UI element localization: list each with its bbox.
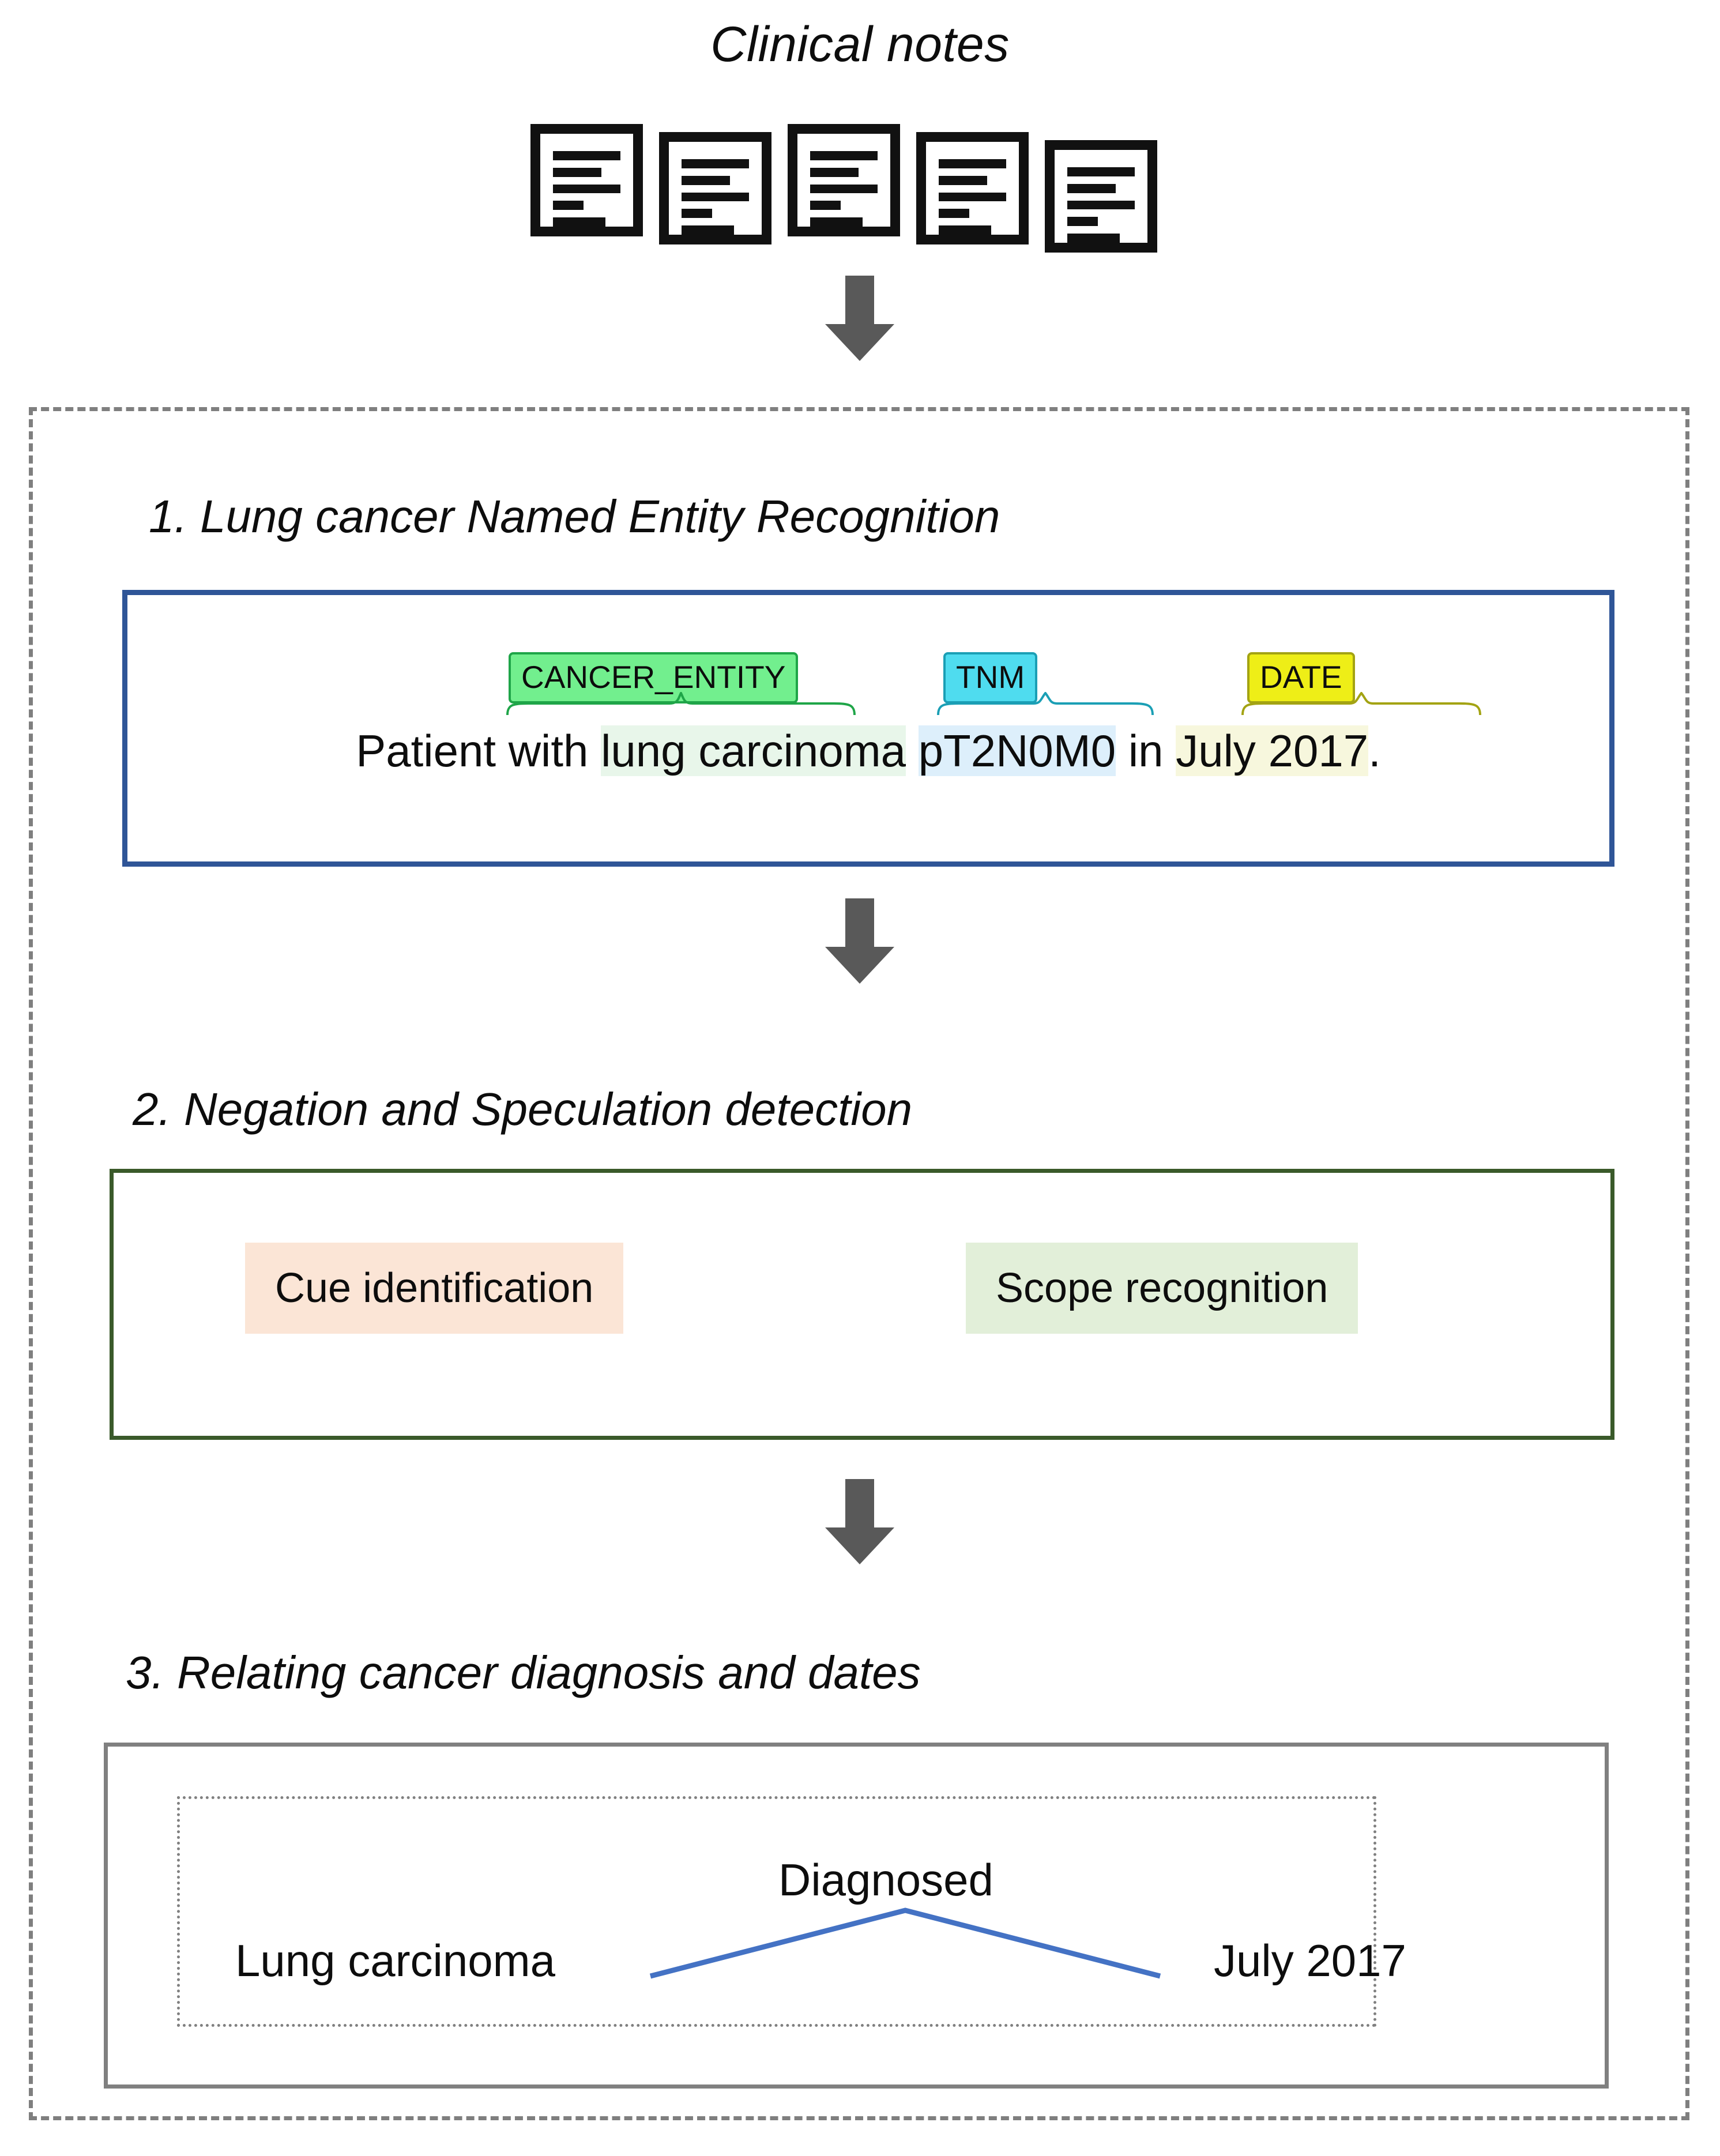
arrow-shaft xyxy=(845,276,874,326)
document-line xyxy=(939,209,969,219)
down-arrow-icon xyxy=(819,898,900,984)
document-line xyxy=(553,184,620,194)
document-line xyxy=(939,159,1006,168)
relation-inner-dotted-box xyxy=(177,1796,1376,2027)
document-line xyxy=(553,217,606,227)
sentence-suffix: . xyxy=(1368,725,1381,776)
page-title: Clinical notes xyxy=(710,17,1010,72)
step-1-heading: 1. Lung cancer Named Entity Recognition xyxy=(149,491,1000,542)
document-line xyxy=(1067,217,1098,227)
document-line xyxy=(682,159,749,168)
document-line xyxy=(1067,200,1135,210)
ner-box: CANCER_ENTITY TNM DATE Patient with lung… xyxy=(122,590,1614,867)
arrow-shaft xyxy=(845,898,874,949)
annotated-sentence: Patient with lung carcinoma pT2N0M0 in J… xyxy=(127,725,1609,777)
brace-tnm-icon xyxy=(936,692,1155,716)
arrow-head xyxy=(825,1527,894,1564)
relation-predicate-label: Diagnosed xyxy=(778,1854,993,1905)
document-icon xyxy=(1045,140,1157,253)
brace-date-icon xyxy=(1240,692,1482,716)
document-line xyxy=(682,175,731,185)
document-line xyxy=(810,184,878,194)
entity-tag-date[interactable]: DATE xyxy=(1247,652,1355,703)
document-line xyxy=(810,201,841,210)
sentence-middle: in xyxy=(1116,725,1176,776)
brace-cancer-entity-icon xyxy=(505,692,857,716)
document-line xyxy=(682,192,749,202)
document-line xyxy=(1067,183,1116,193)
pipeline-container xyxy=(29,407,1689,2120)
step-2-heading: 2. Negation and Speculation detection xyxy=(133,1083,913,1135)
clinical-notes-icon-group xyxy=(530,124,1199,253)
ner-annotation-area: CANCER_ENTITY TNM DATE Patient with lung… xyxy=(127,595,1609,861)
sentence-prefix: Patient with xyxy=(356,725,601,776)
document-line xyxy=(682,225,735,235)
document-icon xyxy=(659,132,771,244)
document-line xyxy=(682,209,712,219)
document-line xyxy=(810,167,859,177)
document-line xyxy=(810,151,878,160)
document-icon xyxy=(916,132,1029,244)
scope-recognition-chip[interactable]: Scope recognition xyxy=(966,1243,1358,1334)
sentence-tnm: pT2N0M0 xyxy=(918,725,1116,776)
document-line xyxy=(553,167,602,177)
document-icon xyxy=(530,124,643,236)
relation-object-label: July 2017 xyxy=(1214,1935,1406,1986)
document-line xyxy=(810,217,863,227)
sentence-date: July 2017 xyxy=(1176,725,1369,776)
arrow-shaft xyxy=(845,1479,874,1530)
cue-identification-chip[interactable]: Cue identification xyxy=(245,1243,624,1334)
document-line xyxy=(939,175,988,185)
document-line xyxy=(1067,167,1135,176)
document-icon xyxy=(788,124,900,236)
step-3-heading: 3. Relating cancer diagnosis and dates xyxy=(126,1647,921,1698)
document-line xyxy=(939,225,992,235)
document-line xyxy=(1067,234,1120,243)
relation-subject-label: Lung carcinoma xyxy=(235,1935,555,1986)
down-arrow-icon xyxy=(819,1479,900,1564)
down-arrow-icon xyxy=(819,276,900,361)
arrow-head xyxy=(825,947,894,984)
relation-box xyxy=(104,1743,1609,2089)
document-line xyxy=(553,151,620,160)
document-line xyxy=(939,192,1006,202)
relation-connector-lines xyxy=(646,1906,1165,1981)
sentence-space xyxy=(906,725,919,776)
sentence-cancer-entity: lung carcinoma xyxy=(601,725,906,776)
document-line xyxy=(553,201,584,210)
arrow-head xyxy=(825,324,894,361)
